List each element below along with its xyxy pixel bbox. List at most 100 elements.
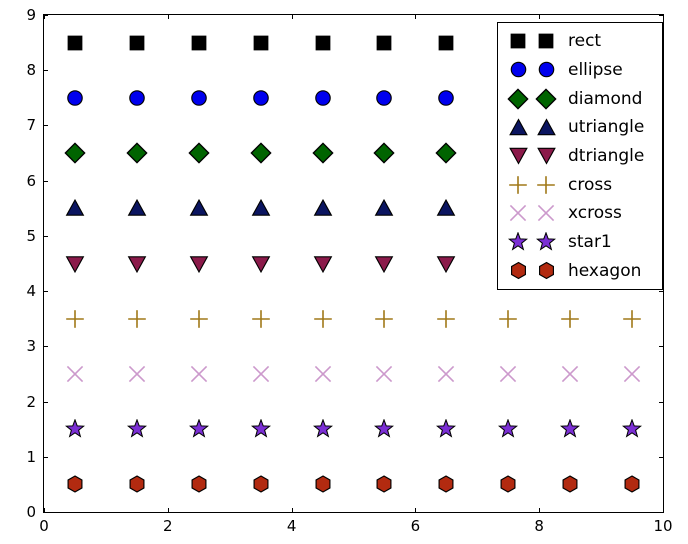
x-tick-label: 0 xyxy=(39,517,49,535)
data-point-star1 xyxy=(126,418,147,439)
data-point-cross xyxy=(498,309,518,329)
y-tick-right xyxy=(659,512,664,513)
data-point-ellipse xyxy=(375,88,394,107)
x-tick xyxy=(539,508,541,513)
data-point-cross xyxy=(127,309,147,329)
legend-label-diamond: diamond xyxy=(568,88,643,109)
legend-item-dtriangle[interactable]: dtriangle xyxy=(504,142,656,170)
legend-item-utriangle[interactable]: utriangle xyxy=(504,113,656,141)
y-tick-label: 9 xyxy=(26,6,36,24)
legend-box[interactable]: rect ellipse diamond utriangle dtriangle cros… xyxy=(497,22,663,290)
data-point-ellipse xyxy=(313,88,332,107)
data-point-diamond xyxy=(64,142,86,164)
legend-item-ellipse[interactable]: ellipse xyxy=(504,56,656,84)
legend-label-ellipse: ellipse xyxy=(568,59,623,80)
data-point-cross xyxy=(436,309,456,329)
legend-item-hexagon[interactable]: hexagon xyxy=(504,257,656,285)
data-point-diamond xyxy=(311,142,334,164)
data-point-dtriangle xyxy=(375,254,394,273)
legend-entries: rect ellipse diamond utriangle dtriangle cros… xyxy=(498,23,662,289)
data-point-star1 xyxy=(498,418,519,439)
data-point-hexagon xyxy=(499,475,518,494)
data-point-hexagon xyxy=(189,475,208,494)
x-tick-top xyxy=(663,14,664,19)
x-tick-top xyxy=(415,14,417,19)
data-point-star1 xyxy=(436,418,457,439)
data-point-star1 xyxy=(188,418,209,439)
data-point-hexagon xyxy=(251,475,270,494)
legend-label-hexagon: hexagon xyxy=(568,260,642,281)
data-point-xcross xyxy=(65,364,85,384)
data-point-xcross xyxy=(560,364,580,384)
y-tick-right xyxy=(659,346,664,348)
legend-marker-dtriangle xyxy=(504,146,532,166)
legend-item-star1[interactable]: star1 xyxy=(504,228,656,256)
data-point-rect xyxy=(128,34,146,52)
y-tick-label: 1 xyxy=(26,447,36,466)
y-tick xyxy=(43,15,48,16)
data-point-star1 xyxy=(560,418,581,439)
data-point-xcross xyxy=(251,364,271,384)
data-point-dtriangle xyxy=(437,254,456,273)
y-tick-label: 6 xyxy=(26,171,36,190)
data-point-dtriangle xyxy=(251,254,270,273)
y-tick xyxy=(43,512,48,513)
data-point-utriangle xyxy=(127,199,147,218)
legend-marker-utriangle xyxy=(504,118,532,137)
data-point-utriangle xyxy=(251,199,270,218)
legend-item-xcross[interactable]: xcross xyxy=(504,199,656,227)
y-tick-right xyxy=(659,291,664,293)
data-point-diamond xyxy=(188,142,210,164)
data-point-ellipse xyxy=(251,88,270,107)
data-point-dtriangle xyxy=(189,254,209,273)
legend-label-utriangle: utriangle xyxy=(568,117,645,138)
data-point-cross xyxy=(374,309,394,329)
data-point-xcross xyxy=(313,364,333,384)
y-tick xyxy=(43,70,48,72)
y-tick xyxy=(43,346,48,348)
data-point-hexagon xyxy=(437,475,456,494)
data-point-diamond xyxy=(373,142,396,164)
legend-marker-rect xyxy=(532,32,560,50)
data-point-dtriangle xyxy=(65,254,85,273)
x-tick-top xyxy=(291,14,293,19)
legend-marker-cross xyxy=(504,175,532,195)
legend-label-dtriangle: dtriangle xyxy=(568,145,645,166)
x-tick-label: 2 xyxy=(163,517,173,535)
data-point-rect xyxy=(252,34,270,52)
legend-item-diamond[interactable]: diamond xyxy=(504,85,656,113)
y-tick xyxy=(43,401,48,403)
legend-label-rect: rect xyxy=(568,31,602,52)
data-point-diamond xyxy=(126,142,148,164)
y-tick xyxy=(43,291,48,293)
data-point-rect xyxy=(375,34,393,52)
x-tick xyxy=(663,508,664,513)
legend-marker-ellipse xyxy=(532,60,560,79)
data-point-diamond xyxy=(435,142,457,164)
data-point-hexagon xyxy=(561,475,580,494)
y-tick xyxy=(43,235,48,237)
legend-marker-hexagon xyxy=(504,261,532,280)
data-point-utriangle xyxy=(65,199,85,218)
data-point-hexagon xyxy=(375,475,394,494)
data-point-cross xyxy=(251,309,271,329)
data-point-ellipse xyxy=(127,88,146,107)
data-point-xcross xyxy=(436,364,456,384)
data-point-xcross xyxy=(127,364,147,384)
y-tick-label: 3 xyxy=(26,337,36,356)
y-tick xyxy=(43,456,48,458)
legend-marker-utriangle xyxy=(532,118,560,137)
x-tick xyxy=(44,508,45,513)
y-tick-right xyxy=(659,15,664,16)
x-tick-top xyxy=(539,14,541,19)
data-point-utriangle xyxy=(437,199,456,218)
legend-marker-star1 xyxy=(532,231,560,252)
data-point-utriangle xyxy=(189,199,209,218)
data-point-diamond xyxy=(250,142,272,164)
data-point-xcross xyxy=(622,364,642,384)
data-point-star1 xyxy=(250,418,271,439)
y-tick xyxy=(43,125,48,127)
legend-item-cross[interactable]: cross xyxy=(504,171,656,199)
legend-item-rect[interactable]: rect xyxy=(504,27,656,55)
x-tick-top xyxy=(167,14,169,19)
